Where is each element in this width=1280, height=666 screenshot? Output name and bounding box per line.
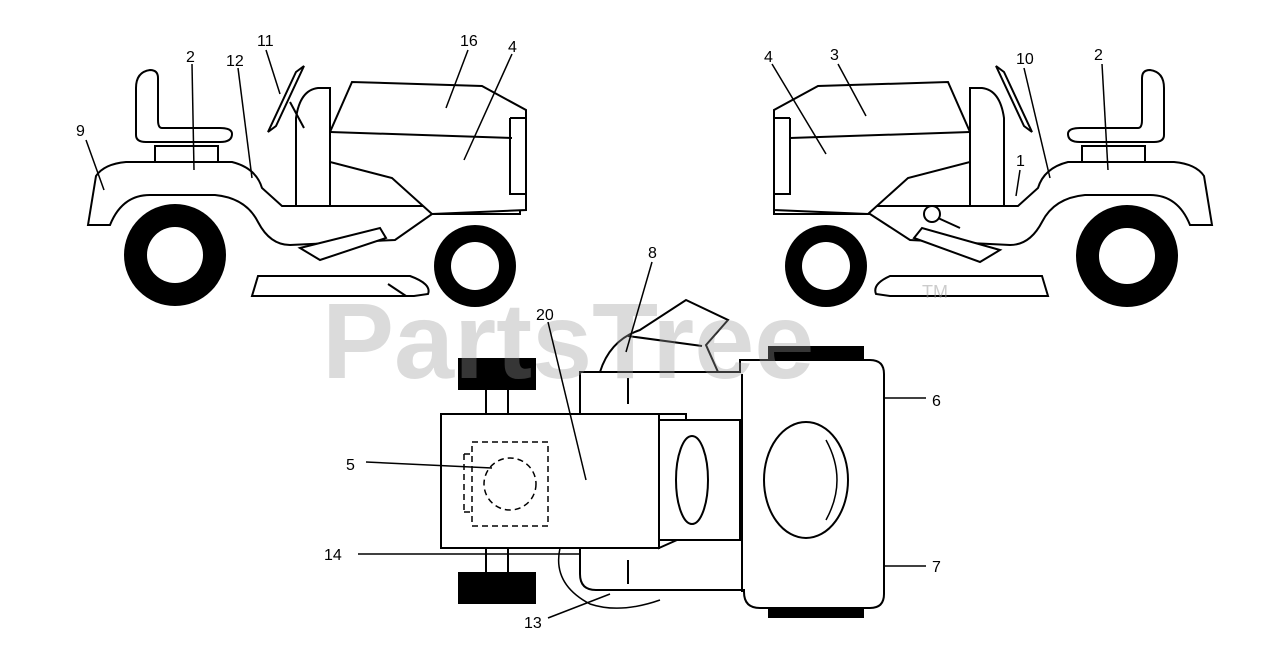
tractor-right-side-view <box>773 65 1214 307</box>
trademark-symbol: TM <box>922 282 948 302</box>
callout-9: 9 <box>76 123 85 140</box>
callout-4-right: 4 <box>764 49 773 66</box>
callout-2-right: 2 <box>1094 47 1103 64</box>
callout-leaders <box>85 49 1109 619</box>
callout-16: 16 <box>460 33 478 50</box>
watermark-text: PartsTree <box>322 280 814 401</box>
callout-10: 10 <box>1016 51 1034 68</box>
callout-labels: 9 2 12 11 16 4 4 3 10 2 1 8 20 5 14 13 6… <box>76 33 1103 632</box>
callout-7: 7 <box>932 559 941 576</box>
callout-1: 1 <box>1016 153 1025 170</box>
callout-4-left: 4 <box>508 39 517 56</box>
callout-11: 11 <box>257 33 274 50</box>
callout-3: 3 <box>830 47 839 64</box>
callout-2-left: 2 <box>186 49 195 66</box>
callout-5: 5 <box>346 457 355 474</box>
tractor-top-view <box>440 298 885 618</box>
callout-20: 20 <box>536 307 554 324</box>
callout-13: 13 <box>524 615 542 632</box>
callout-8: 8 <box>648 245 657 262</box>
watermark: PartsTree TM <box>322 280 948 401</box>
tractor-left-side-view <box>86 65 527 307</box>
callout-6: 6 <box>932 393 941 410</box>
callout-12: 12 <box>226 53 244 70</box>
callout-14: 14 <box>324 547 342 564</box>
